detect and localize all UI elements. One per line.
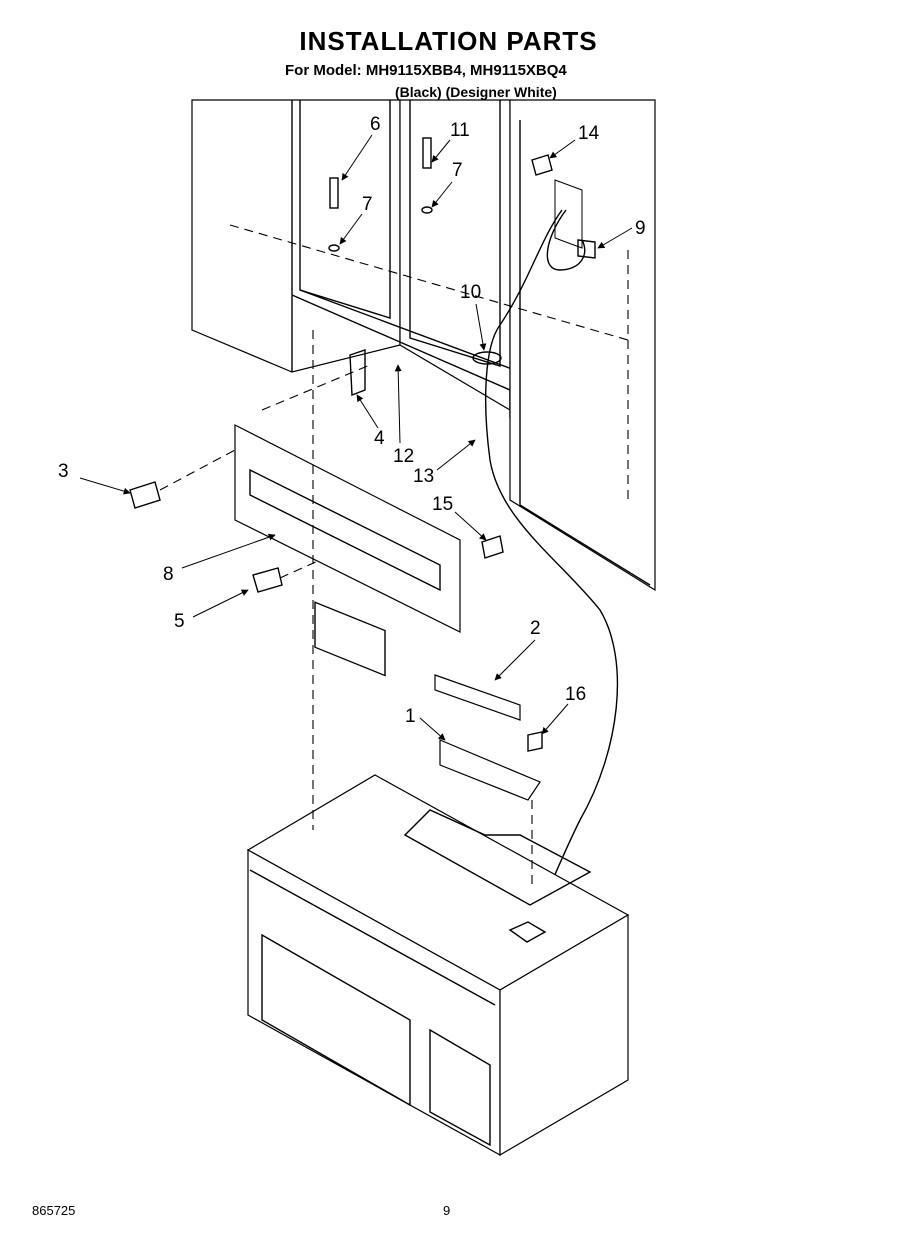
callout-8: 8 (163, 564, 174, 585)
callout-1: 1 (405, 706, 416, 727)
microwave-oven (246, 774, 630, 1157)
leader-16 (541, 703, 569, 735)
washer-7-left (328, 244, 340, 252)
upper-cabinets (191, 99, 656, 592)
screw-14 (531, 154, 553, 176)
callout-13: 13 (413, 466, 434, 487)
callout-2: 2 (530, 618, 541, 639)
leader-11 (431, 139, 451, 163)
callout-16: 16 (565, 684, 586, 705)
leader-15 (454, 511, 487, 541)
hardware (129, 137, 596, 752)
power-cord-loop (546, 209, 586, 271)
alignment-line-screw-5 (279, 559, 321, 579)
cabinet-left-door (299, 100, 391, 319)
cabinet-left (191, 99, 401, 373)
washer-7-right (421, 206, 433, 214)
callout-11: 11 (450, 120, 470, 141)
leader-2 (494, 639, 536, 681)
leader-6 (341, 134, 373, 181)
callout-7-right: 7 (452, 160, 463, 181)
page-title: INSTALLATION PARTS (299, 26, 598, 56)
callout-3: 3 (58, 461, 69, 482)
leader-3 (79, 477, 131, 495)
doc-number: 865725 (32, 1203, 76, 1218)
mounting-plate-slot (249, 468, 441, 592)
screw-5 (252, 567, 283, 593)
part-1-damper (439, 739, 541, 801)
leader-12 (394, 364, 402, 444)
screw-16 (527, 731, 543, 752)
cabinet-right-door (519, 120, 651, 586)
leader-5 (192, 589, 249, 618)
microwave-window (261, 933, 411, 1107)
bracket-4 (349, 349, 366, 397)
callout-4: 4 (374, 428, 385, 449)
cabinet-middle-door (409, 100, 501, 367)
microwave-cord-opening (508, 921, 547, 943)
page-number: 9 (443, 1203, 451, 1218)
leader-7-left (339, 213, 363, 245)
callout-15: 15 (432, 494, 453, 515)
screw-6 (329, 177, 339, 209)
leader-7-right (431, 181, 453, 208)
callout-5: 5 (174, 611, 185, 632)
mounting-plate (234, 424, 461, 677)
leader-10 (475, 303, 487, 351)
leader-9 (597, 227, 633, 249)
microwave-control-panel (429, 1028, 491, 1147)
screw-3 (129, 481, 161, 509)
wall-outlet (554, 179, 583, 249)
callout-7-left: 7 (362, 194, 373, 215)
bolt-11 (422, 137, 432, 169)
screw-15 (481, 535, 504, 559)
alignment-line-bracket (261, 364, 371, 411)
callout-14: 14 (578, 123, 600, 144)
leader-8 (181, 533, 276, 569)
callouts: 1 2 3 4 5 6 7 7 8 9 10 11 12 13 14 15 16 (58, 114, 646, 741)
callout-10: 10 (460, 282, 481, 303)
cabinet-front-rail (299, 289, 521, 373)
power-cord (485, 209, 619, 931)
cabinet-dashed-diagonal (229, 224, 629, 341)
part-2-grille (434, 674, 521, 721)
leader-13 (436, 439, 476, 471)
callout-12: 12 (393, 446, 414, 467)
alignment-line-screw-3 (159, 449, 236, 491)
leader-1 (419, 717, 446, 741)
model-line: For Model: MH9115XBB4, MH9115XBQ4 (285, 62, 567, 79)
callout-9: 9 (635, 218, 646, 239)
leader-4 (356, 394, 379, 429)
mounting-plate-panel (314, 601, 386, 677)
microwave-vent-line (249, 869, 496, 1006)
cord-grommet (472, 351, 502, 365)
cabinet-right (509, 99, 656, 592)
variant-line: (Black) (Designer White) (395, 84, 557, 100)
microwave-side (499, 913, 629, 1157)
mounting-plate-body (234, 424, 461, 633)
clip-9 (577, 239, 596, 259)
microwave-top-recess (403, 809, 592, 906)
leader-14 (549, 139, 576, 159)
callout-6: 6 (370, 114, 381, 135)
